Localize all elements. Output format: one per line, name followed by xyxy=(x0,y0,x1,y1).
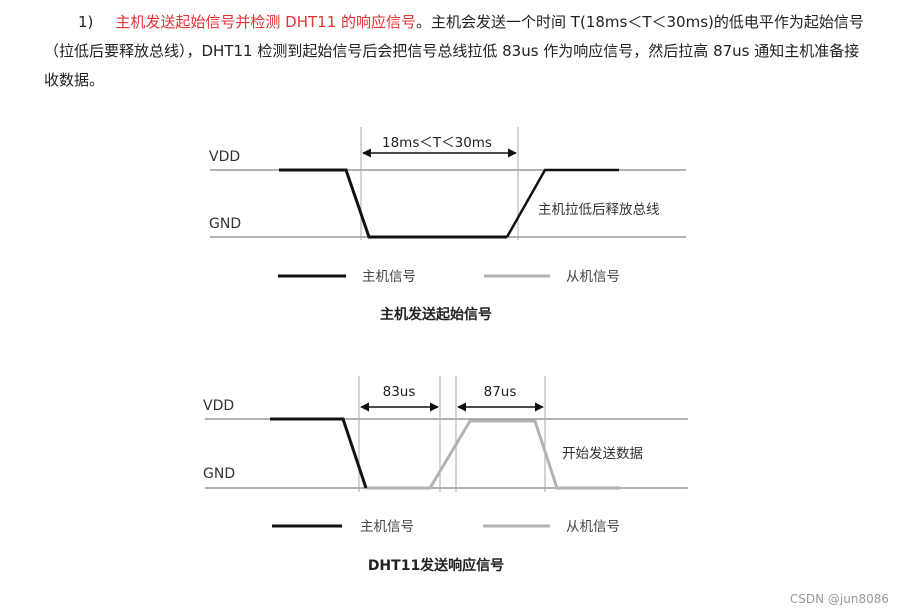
paragraph-highlight: 主机发送起始信号并检测 DHT11 的响应信号 xyxy=(115,13,417,31)
interval-label: 18ms＜T＜30ms xyxy=(382,135,492,151)
vdd-label: VDD xyxy=(203,398,234,414)
host-waveform xyxy=(279,168,507,239)
data-annotation: 开始发送数据 xyxy=(562,446,643,462)
diagram-caption: DHT11发送响应信号 xyxy=(368,557,504,574)
interval-87us-label: 87us xyxy=(484,384,517,400)
release-waveform xyxy=(505,168,619,238)
diagram-response-signal: VDD GND 83us 87us 开始发送数据 主机信号 从机信号 DHT11… xyxy=(203,376,688,574)
host-waveform xyxy=(270,417,368,489)
release-annotation: 主机拉低后释放总线 xyxy=(538,202,660,218)
legend-slave-label: 从机信号 xyxy=(566,269,620,285)
legend-host-label: 主机信号 xyxy=(362,269,416,285)
legend-slave-label: 从机信号 xyxy=(566,519,620,535)
diagram-start-signal: VDD GND 18ms＜T＜30ms 主机拉低后释放总线 主机信号 从机信号 … xyxy=(209,127,686,323)
intro-paragraph: 1) 主机发送起始信号并检测 DHT11 的响应信号。主机会发送一个时间 T(18… xyxy=(44,8,864,95)
gnd-label: GND xyxy=(203,466,235,482)
paragraph-body: 。主机会发送一个时间 T(18ms＜T＜30ms)的低电平作为起始信号（拉低后要… xyxy=(44,13,864,89)
legend-host-label: 主机信号 xyxy=(360,519,414,535)
paragraph-number: 1) xyxy=(78,13,94,31)
interval-83us-label: 83us xyxy=(383,384,416,400)
gnd-label: GND xyxy=(209,216,241,232)
slave-waveform xyxy=(366,419,620,490)
watermark: CSDN @jun8086 xyxy=(789,592,889,606)
vdd-label: VDD xyxy=(209,149,240,165)
diagram-caption: 主机发送起始信号 xyxy=(380,306,492,323)
